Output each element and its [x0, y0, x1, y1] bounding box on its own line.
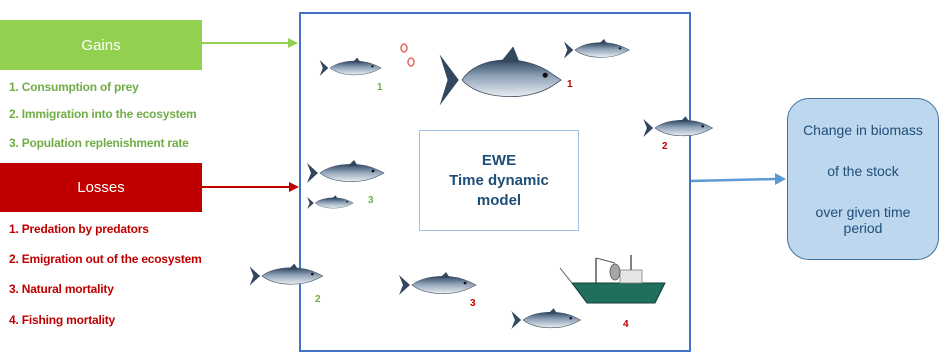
result-line4: period: [843, 220, 883, 237]
tuna-icon: [439, 46, 562, 106]
loss-marker-4: 4: [623, 319, 629, 330]
losses-item-2: 2. Emigration out of the ecosystem: [9, 252, 202, 266]
diagram-graphics: [202, 38, 786, 330]
gains-box: Gains: [0, 20, 202, 70]
fish-icon: [306, 194, 354, 210]
loss-marker-3: 3: [470, 298, 476, 309]
losses-item-1: 1. Predation by predators: [9, 222, 149, 236]
result-line3: over given time: [815, 204, 911, 221]
gains-item-3: 3. Population replenishment rate: [9, 136, 189, 150]
fish-icon: [249, 263, 324, 286]
losses-arrow: [202, 182, 299, 192]
fish-icon: [319, 57, 382, 77]
fish-icon: [510, 307, 582, 330]
result-line1: Change in biomass: [803, 121, 923, 138]
fish-icon: [563, 38, 630, 59]
output-arrow: [690, 173, 786, 185]
gains-label: Gains: [81, 36, 121, 54]
gain-marker-2: 2: [315, 294, 321, 305]
model-title-line1: EWE: [481, 151, 517, 169]
ewe-model-box: EWE Time dynamic model: [419, 130, 579, 231]
fishing-boat-icon: [559, 255, 666, 304]
losses-box: Losses: [0, 163, 202, 212]
result-box: Change in biomass of the stock over give…: [787, 98, 939, 260]
prey-icon: [400, 43, 415, 67]
losses-label: Losses: [77, 179, 125, 196]
gains-arrow: [202, 38, 298, 48]
model-title-line2: Time dynamic: [449, 171, 549, 189]
gain-marker-1: 1: [377, 82, 383, 93]
fish-icon: [642, 115, 714, 138]
gains-item-2: 2. Immigration into the ecosystem: [9, 107, 197, 121]
gain-marker-3: 3: [368, 195, 374, 206]
loss-marker-1: 1: [567, 79, 573, 90]
fish-icon: [306, 159, 385, 184]
gains-item-1: 1. Consumption of prey: [9, 80, 139, 94]
model-title-line3: model: [476, 191, 522, 209]
result-line2: of the stock: [827, 162, 899, 179]
fish-icon: [398, 271, 477, 296]
losses-item-4: 4. Fishing mortality: [9, 313, 116, 327]
loss-marker-2: 2: [662, 141, 668, 152]
losses-item-3: 3. Natural mortality: [9, 282, 114, 296]
